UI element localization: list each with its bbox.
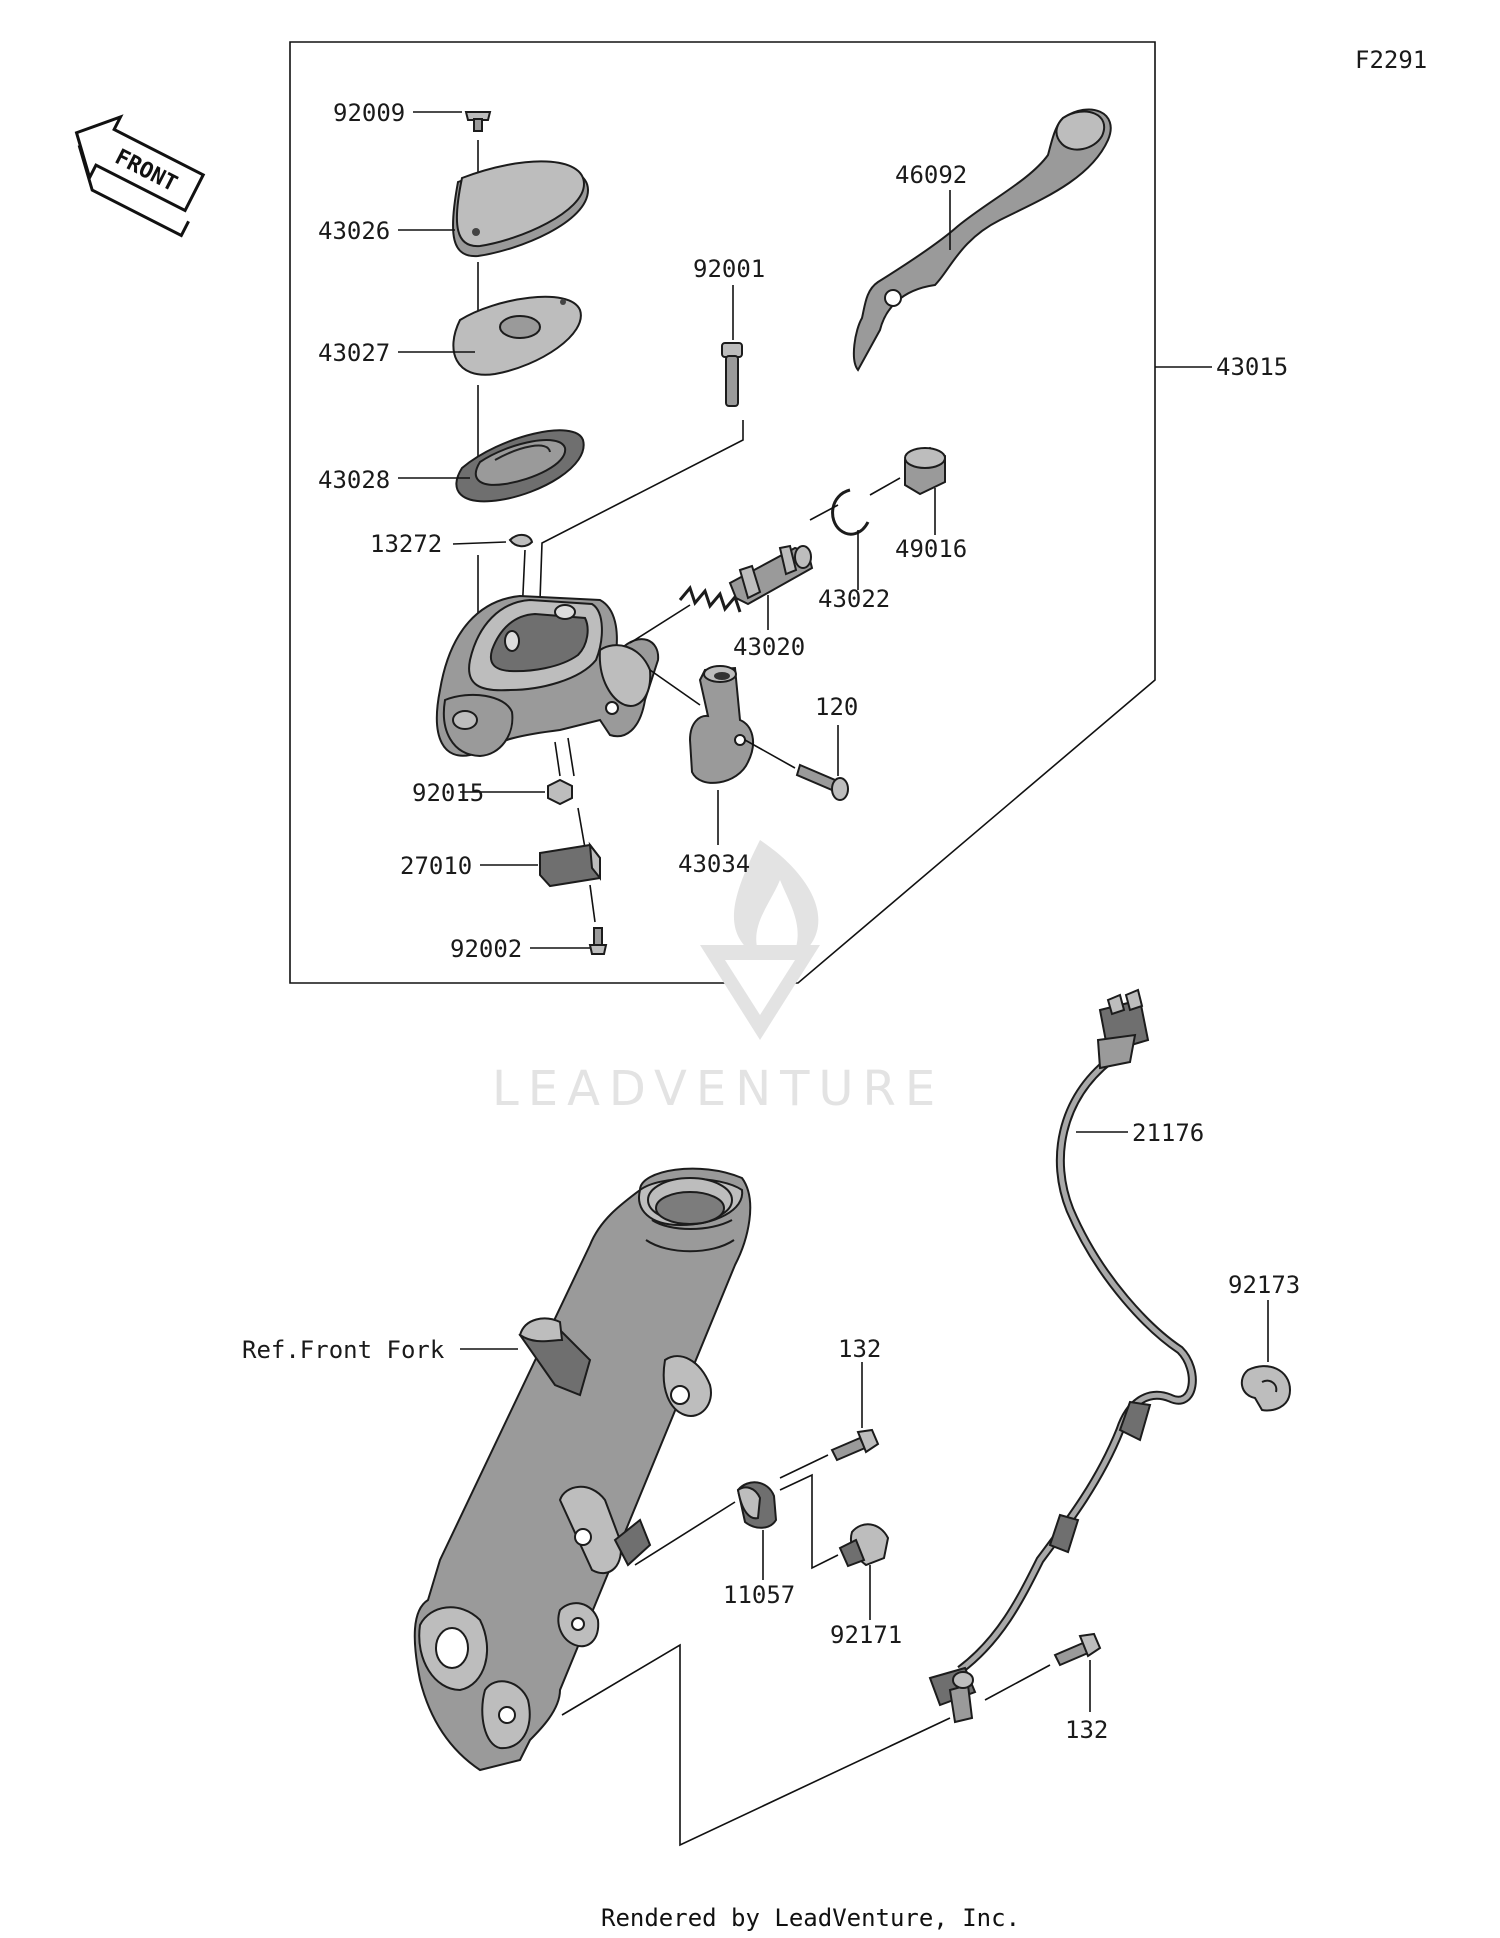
label-92015: 92015 [412, 779, 484, 807]
front-direction-arrow: FRONT [74, 114, 206, 238]
label-49016: 49016 [895, 535, 967, 563]
label-43020: 43020 [733, 633, 805, 661]
label-21176: 21176 [1132, 1119, 1204, 1147]
label-43026: 43026 [318, 217, 390, 245]
label-92171: 92171 [830, 1621, 902, 1649]
svg-text:LEADVENTURE: LEADVENTURE [492, 1061, 944, 1117]
label-92173: 92173 [1228, 1271, 1300, 1299]
label-92001: 92001 [693, 255, 765, 283]
clamp-bolt-120 [795, 763, 849, 801]
label-43022: 43022 [818, 585, 890, 613]
reservoir-cap-43026 [452, 160, 590, 258]
bolt-132-lower [1053, 1632, 1102, 1667]
abs-sensor-lead-21176 [957, 988, 1197, 1674]
handlebar-clamp-43034 [688, 665, 755, 784]
screw-92009 [464, 111, 492, 132]
nut-92015 [547, 778, 573, 806]
label-43015: 43015 [1216, 353, 1288, 381]
diaphragm-plate-43027 [452, 295, 582, 376]
label-46092: 46092 [895, 161, 967, 189]
brake-light-switch-27010 [539, 841, 601, 888]
label-11057: 11057 [723, 1581, 795, 1609]
piston-assembly-43020 [678, 544, 814, 613]
figure-code: F2291 [1355, 46, 1427, 74]
bolt-132-upper [830, 1428, 880, 1462]
label-43028: 43028 [318, 466, 390, 494]
label-27010: 27010 [400, 852, 472, 880]
front-fork-leg [413, 1167, 752, 1772]
label-92002: 92002 [450, 935, 522, 963]
abs-sensor-head [928, 1666, 977, 1724]
diaphragm-43028 [455, 429, 585, 503]
pivot-bolt-92001 [721, 342, 743, 407]
clip-13272 [508, 534, 534, 548]
leadventure-watermark: LEADVENTURE [492, 840, 944, 1117]
dust-boot-49016 [904, 446, 946, 496]
circlip-43022 [831, 488, 870, 536]
label-92009: 92009 [333, 99, 405, 127]
label-120: 120 [815, 693, 858, 721]
label-43034: 43034 [678, 850, 750, 878]
label-13272: 13272 [370, 530, 442, 558]
assembly-outline-43015 [289, 41, 1156, 984]
label-132-upper: 132 [838, 1335, 881, 1363]
label-132-lower: 132 [1065, 1716, 1108, 1744]
label-ref-front-fork: Ref.Front Fork [242, 1336, 445, 1364]
clamp-92171 [838, 1523, 890, 1568]
screw-92002 [588, 927, 608, 955]
bracket-11057 [736, 1481, 778, 1529]
label-43027: 43027 [318, 339, 390, 367]
brake-lever-46092 [852, 108, 1112, 372]
master-cylinder-body [435, 594, 660, 758]
footer-credit: Rendered by LeadVenture, Inc. [601, 1904, 1020, 1932]
cable-clamp-92173 [1240, 1365, 1292, 1412]
